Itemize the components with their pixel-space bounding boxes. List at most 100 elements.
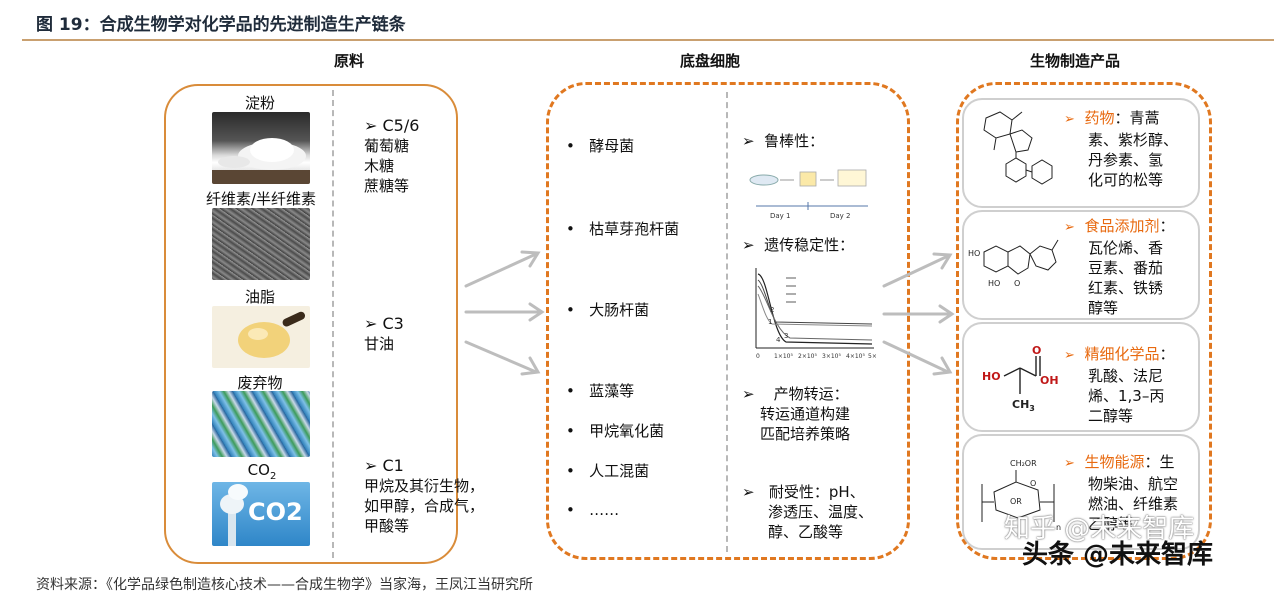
product-energy-line-4: 乙醇等: [1088, 515, 1134, 533]
column-header-chassis: 底盘细胞: [680, 52, 741, 70]
c3-line-1: 甘油: [364, 335, 395, 353]
product-drugs-line-4: 化可的松等: [1088, 171, 1164, 189]
co2-photo: CO2: [212, 482, 310, 546]
arrow-marker: ➢: [742, 132, 755, 150]
organism-item: • 枯草芽孢杆菌: [566, 219, 679, 239]
cellulose-ch2or-label: CH₂OR: [1010, 459, 1037, 468]
cellulose-o-label: O: [1030, 479, 1036, 488]
co2-sign-text: CO2: [248, 498, 303, 526]
starch-label: 淀粉: [244, 94, 275, 112]
bullet: •: [566, 301, 575, 319]
product-food-line-4: 红素、铁锈: [1088, 279, 1164, 297]
watermark-toutiao: 头条 @未来智库: [1022, 540, 1214, 570]
stability-tick: 4×10⁵: [846, 353, 865, 360]
trait-stability-label: 遗传稳定性：: [764, 236, 855, 254]
cellulose-label: 纤维素/半纤维素: [205, 190, 317, 208]
column-header-products: 生物制造产品: [1030, 52, 1121, 70]
product-fine-text: ➢ 精细化学品： 乳酸、法尼 烯、1,3–丙 二醇等: [1064, 344, 1174, 426]
chassis-divider: [726, 92, 728, 552]
lactic-o-label: O: [1032, 344, 1041, 357]
trait-robustness-label: 鲁棒性：: [764, 132, 825, 150]
product-energy-category: 生物能源: [1084, 453, 1145, 471]
product-fine-line-2: 乳酸、法尼: [1088, 367, 1164, 385]
arrow-down-head: [932, 356, 953, 376]
trait-tolerance-line-2: 渗透压、温度、: [768, 503, 874, 521]
robust-day2: Day 2: [830, 212, 851, 220]
product-fine-line-1: ：: [1159, 345, 1175, 363]
arrow-marker: ➢: [742, 236, 755, 254]
trait-genetic-stability: ➢ 遗传稳定性：: [742, 234, 854, 255]
trait-transport-line-3: 匹配培养策略: [760, 425, 851, 443]
organism-more: ……: [589, 501, 620, 519]
cellulose-photo: [212, 208, 310, 280]
trait-tolerance-line-3: 醇、乙酸等: [768, 523, 844, 541]
c56-line-2: 木糖: [364, 157, 395, 175]
drug-structure-icon: [983, 111, 1053, 185]
stability-tick: 0: [756, 353, 760, 360]
product-drugs-line-3: 丹参素、氢: [1088, 151, 1164, 169]
raw-to-chassis-arrows: [464, 250, 545, 376]
bullet: •: [566, 501, 575, 519]
product-food-line-5: 醇等: [1088, 299, 1119, 317]
stability-figure: 2 1 3 4 0 1×10⁵ 2×10⁵ 3×10⁵ 4×10⁵ 5×: [755, 268, 877, 360]
watermark-zhihu: 知乎 @未来智库: [1004, 514, 1195, 544]
cellulose-n-label: n: [1056, 523, 1061, 532]
organism-item: • 酵母菌: [566, 136, 634, 156]
product-energy-text: ➢ 生物能源：生 物柴油、航空 燃油、纤维素 乙醇等: [1064, 452, 1178, 534]
products-box: [956, 82, 1212, 560]
product-food-text: ➢ 食品添加剂： 瓦伦烯、香 豆素、番茄 红素、铁锈 醇等: [1064, 216, 1174, 318]
flavonoid-structure-icon: HO HO O: [968, 239, 1059, 288]
organism-yeast: 酵母菌: [589, 137, 635, 155]
c1-line-3: 甲酸等: [364, 517, 410, 535]
organism-item: • 甲烷氧化菌: [566, 421, 664, 441]
arrow-up-head: [520, 250, 541, 268]
product-food-line-3: 豆素、番茄: [1088, 259, 1164, 277]
trait-product-transport: ➢ 产物转运： 转运通道构建 匹配培养策略: [742, 384, 892, 444]
arrow-down: [882, 340, 950, 374]
bullet: •: [566, 137, 575, 155]
lactic-ch-text: CH: [1012, 398, 1029, 411]
arrow-up: [464, 252, 538, 288]
co2-label: CO2: [232, 461, 292, 482]
organism-item: • 大肠杆菌: [566, 300, 649, 320]
stability-tick: 5×: [868, 353, 877, 360]
product-food-category: 食品添加剂: [1084, 217, 1160, 235]
organism-methanotroph: 甲烷氧化菌: [589, 422, 665, 440]
trait-tolerance-line-1: 耐受性：pH、: [768, 483, 865, 501]
product-card-drugs: [962, 98, 1200, 208]
organism-ecoli: 大肠杆菌: [589, 301, 650, 319]
carbon-group-c1: ➢ C1 甲烷及其衍生物， 如甲醇，合成气， 甲酸等: [364, 456, 484, 536]
oil-label: 油脂: [244, 288, 275, 306]
arrow-marker: ➢: [364, 116, 378, 135]
flavone-ho-label: HO: [968, 249, 980, 258]
waste-label: 废弃物: [237, 374, 283, 392]
c56-line-1: 葡萄糖: [364, 137, 410, 155]
arrow-marker: ➢: [1064, 112, 1075, 127]
arrow-marker: ➢: [364, 456, 378, 475]
stability-curve-label: 1: [768, 318, 772, 326]
chassis-to-products-arrows: [882, 252, 955, 376]
arrow-marker: ➢: [1064, 348, 1075, 363]
arrow-up: [882, 254, 950, 288]
organism-cyanobacteria: 蓝藻等: [589, 382, 635, 400]
carbon-group-c3: ➢ C3 甘油: [364, 314, 404, 354]
lactic-ch-sub: 3: [1029, 404, 1035, 413]
c1-line-1: 甲烷及其衍生物，: [364, 477, 485, 495]
lactic-ho-label: HO: [982, 370, 1001, 383]
title-rule: [22, 39, 1274, 41]
bullet: •: [566, 382, 575, 400]
arrow-marker: ➢: [742, 385, 755, 403]
organism-item: • 蓝藻等: [566, 381, 634, 401]
stability-tick: 3×10⁵: [822, 353, 841, 360]
lactic-ch3-label: CH3: [1012, 398, 1035, 413]
product-card-fine-chemicals: [962, 322, 1200, 432]
product-food-line-1: ：: [1159, 217, 1175, 235]
product-fine-line-4: 二醇等: [1088, 407, 1134, 425]
product-food-line-2: 瓦伦烯、香: [1088, 239, 1164, 257]
organism-bacillus: 枯草芽孢杆菌: [589, 220, 680, 238]
product-fine-category: 精细化学品: [1084, 345, 1160, 363]
source-note: 资料来源：《化学品绿色制造核心技术——合成生物学》当家海，王凤江当研究所: [36, 577, 533, 593]
product-energy-line-1: ：生: [1144, 453, 1175, 471]
column-header-raw: 原料: [334, 52, 365, 70]
c56-head: C5/6: [382, 116, 420, 135]
